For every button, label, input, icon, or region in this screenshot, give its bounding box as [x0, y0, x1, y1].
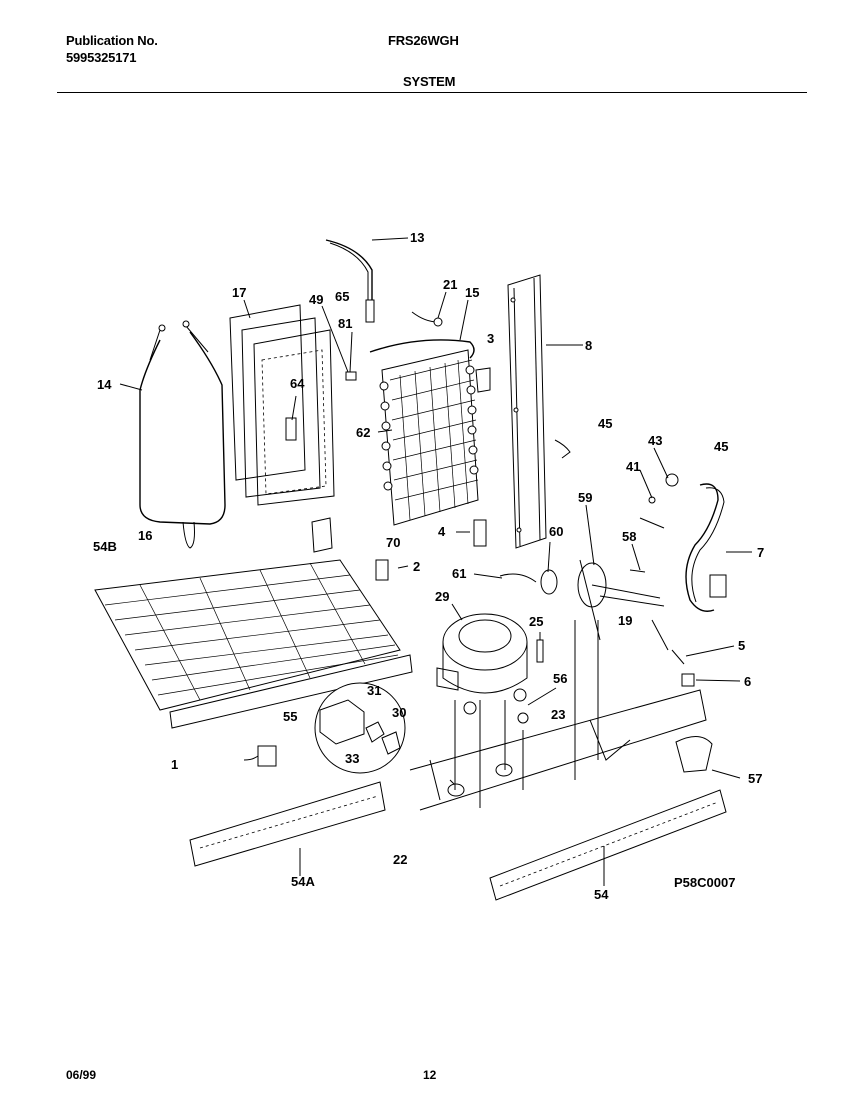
callout-6: 6	[744, 674, 751, 689]
callout-4: 4	[438, 524, 446, 539]
callout-1: 1	[171, 757, 178, 772]
model-number: FRS26WGH	[388, 33, 459, 48]
callout-56: 56	[553, 671, 567, 686]
callout-54: 54	[594, 887, 609, 902]
callout-labels: 13 17 49 65 21 15 81 3 8 14 64 62 45 45 …	[93, 230, 764, 902]
defrost-heater-drawing	[139, 320, 226, 549]
callout-22: 22	[393, 852, 407, 867]
callout-16: 16	[138, 528, 152, 543]
callout-54a: 54A	[291, 874, 315, 889]
callout-58: 58	[622, 529, 636, 544]
callout-59: 59	[578, 490, 592, 505]
callout-61: 61	[452, 566, 466, 581]
compressor-drawing	[436, 613, 544, 790]
base-pan-drawing	[189, 620, 727, 901]
callout-31: 31	[367, 683, 381, 698]
channel-drawing	[507, 274, 547, 549]
callout-8: 8	[585, 338, 592, 353]
callout-7: 7	[757, 545, 764, 560]
callout-81: 81	[338, 316, 352, 331]
callout-13: 13	[410, 230, 424, 245]
callout-45a: 45	[598, 416, 612, 431]
callout-60: 60	[549, 524, 563, 539]
small-parts-drawing	[243, 439, 695, 767]
callout-30: 30	[392, 705, 406, 720]
callout-23: 23	[551, 707, 565, 722]
callout-64: 64	[290, 376, 305, 391]
callout-5: 5	[738, 638, 745, 653]
relay-detail-drawing	[314, 682, 406, 774]
callout-45b: 45	[714, 439, 728, 454]
evaporator-drawing	[345, 311, 491, 526]
callout-21: 21	[443, 277, 457, 292]
callout-65: 65	[335, 289, 349, 304]
callout-3: 3	[487, 331, 494, 346]
callout-41: 41	[626, 459, 640, 474]
header-rule	[57, 92, 807, 93]
publication-label: Publication No.	[66, 33, 158, 48]
page-number: 12	[423, 1068, 437, 1082]
footer-date: 06/99	[66, 1068, 97, 1082]
leader-lines	[119, 237, 752, 886]
callout-19: 19	[618, 613, 632, 628]
callout-49: 49	[309, 292, 323, 307]
wire-harness-drawing	[665, 473, 727, 612]
cabinet-panels-drawing	[229, 304, 335, 506]
callout-17: 17	[232, 285, 246, 300]
callout-25: 25	[529, 614, 543, 629]
callout-70: 70	[386, 535, 400, 550]
fan-assembly-drawing	[499, 559, 665, 641]
callout-57: 57	[748, 771, 762, 786]
shelf-grid-drawing	[94, 559, 413, 729]
callout-33: 33	[345, 751, 359, 766]
section-title: SYSTEM	[403, 74, 456, 89]
callout-2: 2	[413, 559, 420, 574]
callout-54b: 54B	[93, 539, 117, 554]
callout-62: 62	[356, 425, 370, 440]
callout-14: 14	[97, 377, 112, 392]
capillary-tube-drawing	[325, 239, 375, 323]
callout-29: 29	[435, 589, 449, 604]
callout-15: 15	[465, 285, 479, 300]
drawing-id: P58C0007	[674, 875, 735, 890]
publication-number: 5995325171	[66, 50, 137, 65]
callout-55: 55	[283, 709, 297, 724]
callout-43: 43	[648, 433, 662, 448]
